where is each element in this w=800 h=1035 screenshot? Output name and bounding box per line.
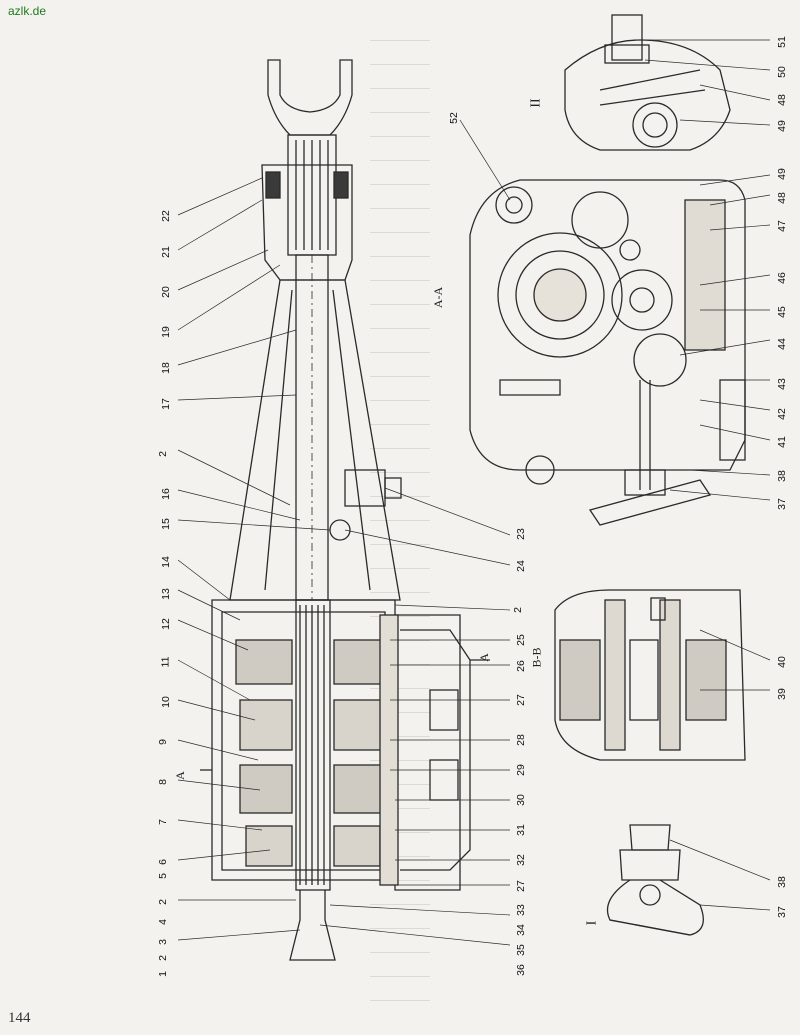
callout-number: 49 bbox=[775, 168, 788, 180]
callout-number: 49 bbox=[775, 120, 788, 132]
callout-number: 27 bbox=[514, 880, 527, 892]
callout-number: 2 bbox=[511, 607, 524, 613]
callout-number: 48 bbox=[775, 94, 788, 106]
callout-number: 37 bbox=[775, 498, 788, 510]
callout-number: 21 bbox=[159, 246, 172, 258]
callout-number: 37 bbox=[775, 906, 788, 918]
gear-stack bbox=[235, 639, 391, 867]
section-arrow-a-left: A bbox=[172, 771, 187, 780]
callout-number: 43 bbox=[775, 378, 788, 390]
view-label-i: I bbox=[584, 920, 600, 926]
callout-number: 26 bbox=[514, 660, 527, 672]
callout-number: 15 bbox=[159, 518, 172, 530]
section-label-a-a: A-A bbox=[431, 286, 446, 309]
callout-number: 3 bbox=[156, 939, 169, 945]
callout-number: 45 bbox=[775, 306, 788, 318]
watermark-label: azlk.de bbox=[8, 4, 47, 18]
callout-number: 30 bbox=[514, 794, 527, 806]
callout-number: 22 bbox=[159, 210, 172, 222]
section-arrow-a-right: A bbox=[476, 653, 491, 662]
section-b-b bbox=[554, 589, 746, 761]
section-a-a bbox=[469, 179, 746, 526]
callout-number: 48 bbox=[775, 192, 788, 204]
callout-number: 33 bbox=[514, 904, 527, 916]
callout-number: 44 bbox=[775, 338, 788, 350]
callout-number: 18 bbox=[159, 362, 172, 374]
callout-number: 10 bbox=[159, 696, 172, 708]
callout-number: 47 bbox=[775, 220, 788, 232]
callout-number: 25 bbox=[514, 634, 527, 646]
callout-number: 8 bbox=[156, 779, 169, 785]
view-ii-detail bbox=[564, 14, 731, 151]
callout-number: 32 bbox=[514, 854, 527, 866]
callout-number: 46 bbox=[775, 272, 788, 284]
shaft-yoke bbox=[267, 59, 353, 136]
callout-number: 12 bbox=[159, 618, 172, 630]
callout-number: 13 bbox=[159, 588, 172, 600]
callout-number: 41 bbox=[775, 436, 788, 448]
callout-number: 2 bbox=[156, 955, 169, 961]
callout-number: 39 bbox=[775, 688, 788, 700]
callout-number: 52 bbox=[447, 112, 460, 124]
column-tube bbox=[229, 279, 401, 601]
callout-number: 31 bbox=[514, 824, 527, 836]
callout-number: 38 bbox=[775, 876, 788, 888]
callout-number: 40 bbox=[775, 656, 788, 668]
section-label-b-b: B-B bbox=[529, 647, 544, 668]
callout-number: 24 bbox=[514, 560, 527, 572]
callout-number: 20 bbox=[159, 286, 172, 298]
callout-number: 38 bbox=[775, 470, 788, 482]
callout-number: 16 bbox=[159, 488, 172, 500]
callout-number: 34 bbox=[514, 924, 527, 936]
callout-number: 4 bbox=[156, 919, 169, 925]
view-i-pitman-arm bbox=[606, 824, 704, 936]
page-number: 144 bbox=[8, 1010, 31, 1026]
callout-number: 36 bbox=[514, 964, 527, 976]
callout-number: 1 bbox=[156, 971, 169, 977]
callout-number: 35 bbox=[514, 944, 527, 956]
callout-number: 17 bbox=[159, 398, 172, 410]
leader-lines bbox=[177, 39, 771, 946]
callout-number: 28 bbox=[514, 734, 527, 746]
callout-number: 27 bbox=[514, 694, 527, 706]
view-label-ii: II bbox=[528, 98, 544, 108]
callout-number: 11 bbox=[159, 656, 172, 668]
callout-number: 50 bbox=[775, 66, 788, 78]
callout-number: 51 bbox=[775, 36, 788, 48]
pinion-stub bbox=[289, 890, 336, 961]
callout-number: 5 bbox=[156, 873, 169, 879]
callout-number: 7 bbox=[156, 819, 169, 825]
callout-number: 2 bbox=[156, 451, 169, 457]
callout-number: 9 bbox=[156, 739, 169, 745]
callout-number: 2 bbox=[156, 899, 169, 905]
callout-number: 29 bbox=[514, 764, 527, 776]
callout-number: 42 bbox=[775, 408, 788, 420]
callout-number: 14 bbox=[159, 556, 172, 568]
callout-number: 19 bbox=[159, 326, 172, 338]
callout-number: 6 bbox=[156, 859, 169, 865]
callout-number: 23 bbox=[514, 528, 527, 540]
